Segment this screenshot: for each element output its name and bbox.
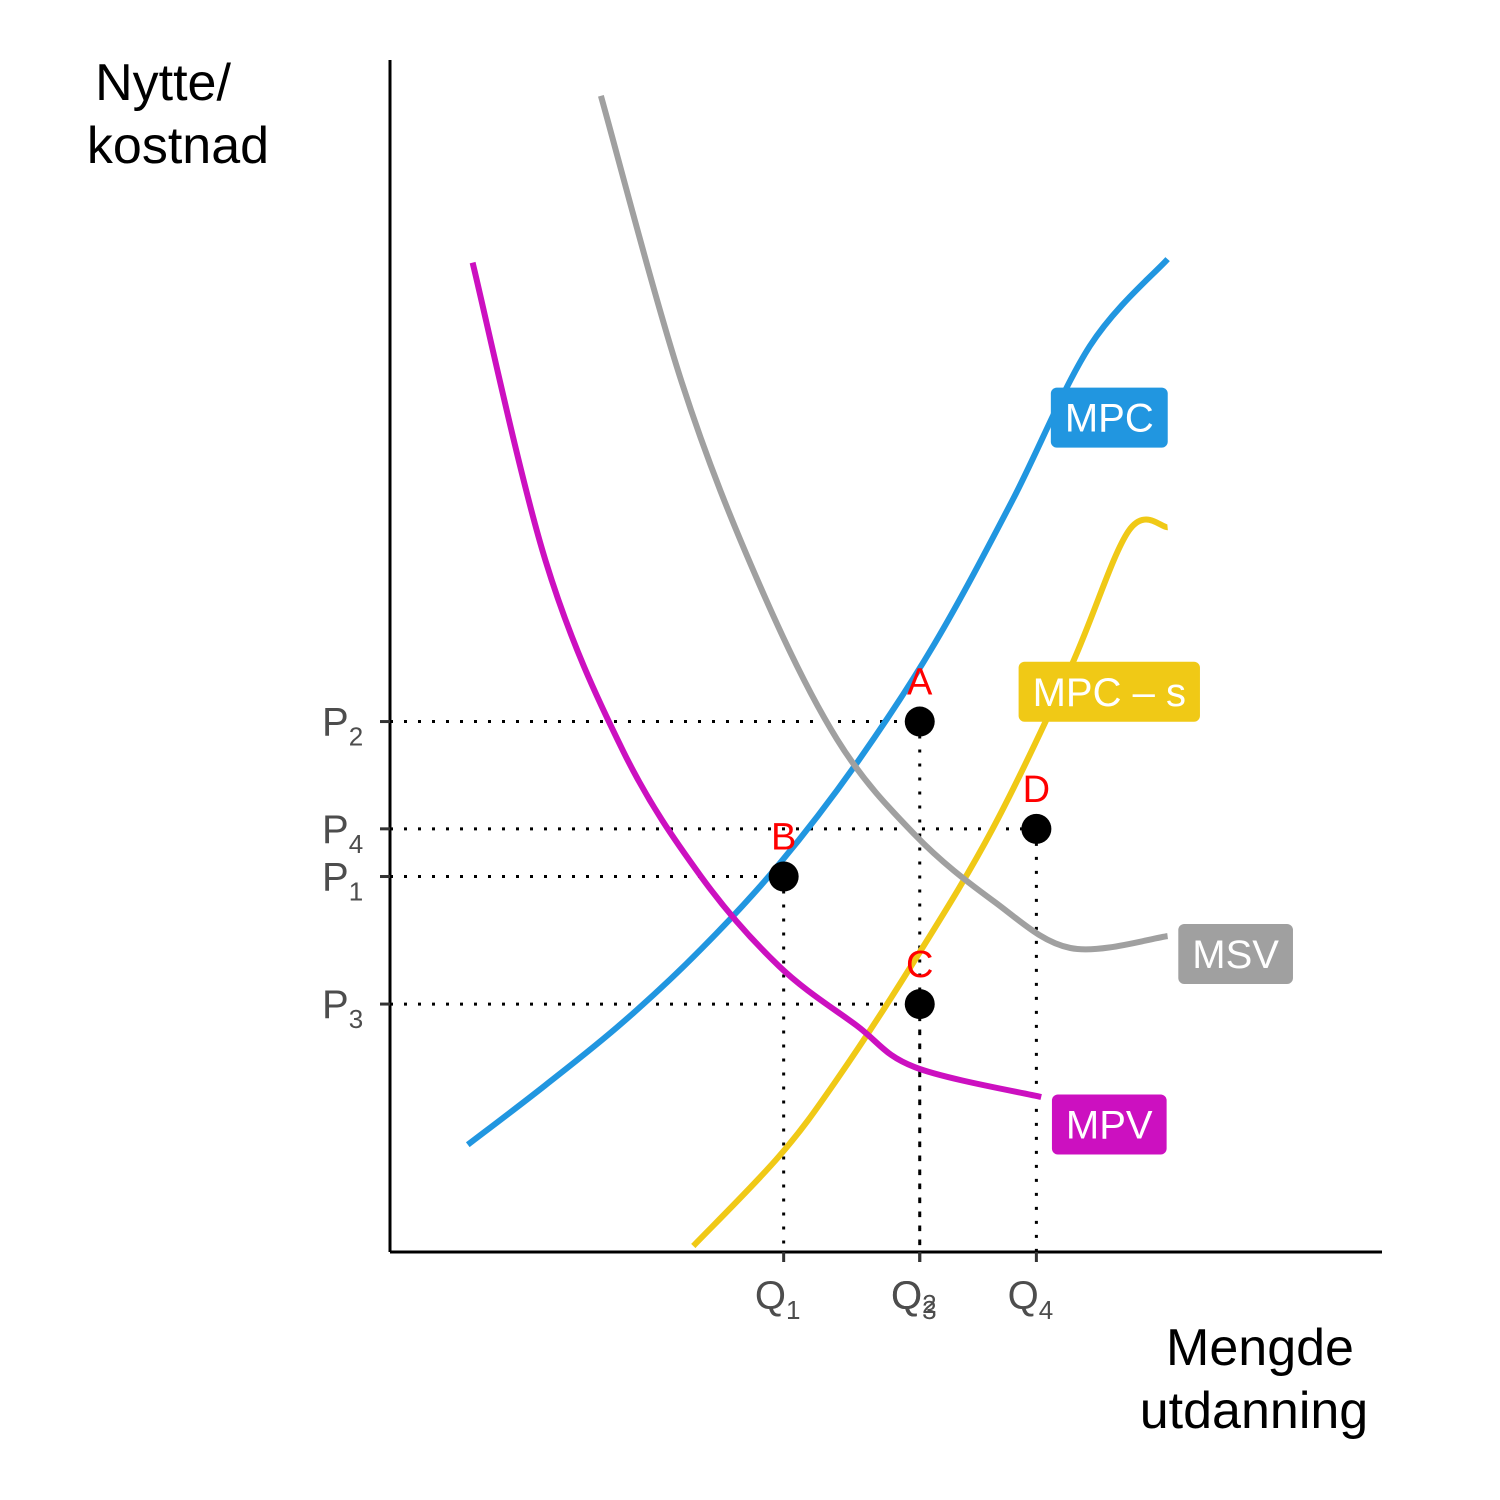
curve-label-msv: MSV [1178,924,1293,984]
point-c [904,989,935,1020]
curve-label-text-mpv: MPV [1066,1103,1153,1147]
curve-label-text-mpc: MPC [1065,397,1154,441]
curve-label-mpc-s: MPC – s [1018,661,1200,722]
curve-label-box-msv [1178,924,1293,984]
x-tick-label-q3: Q3 [891,1274,937,1325]
curve-mpv [469,261,1042,1100]
point-label-a: A [907,662,933,704]
y-tick-label-p3: P3 [322,983,363,1034]
curve-label-text-msv: MSV [1192,933,1279,977]
y-axis-title-line-1: Nytte/ [95,54,231,112]
x-tick-label-q4: Q4 [1008,1274,1054,1325]
x-tick-label-q1: Q1 [755,1274,801,1325]
points: A B C D [768,662,1052,1020]
y-tick-label-p1: P1 [322,856,363,907]
curve-label-text-mpc-s: MPC – s [1033,671,1186,715]
point-d [1021,813,1052,844]
curve-label-box-mpc [1050,387,1168,448]
point-label-c: C [906,944,933,986]
guide-lines [390,720,1038,1252]
curve-label-mpv: MPV [1051,1094,1167,1155]
curve-label-box-mpc-s [1018,661,1200,722]
y-tick-label-p2: P2 [322,701,363,752]
x-axis-title-line-1: Mengde [1166,1319,1354,1377]
axes [388,60,1382,1254]
point-b [768,861,799,892]
y-tick-label-p4: P4 [322,808,363,859]
curve-mpc-s [691,516,1169,1249]
curve-msv [598,94,1169,953]
curve-label-mpc: MPC [1050,387,1168,448]
x-tick-label-q2: Q2 [891,1274,937,1319]
y-axis-title-line-2: kostnad [87,117,269,175]
point-label-d: D [1023,769,1050,811]
point-a [904,706,935,737]
curve-labels: MPC MPC – s MSV MPV [1018,387,1293,1155]
point-label-b: B [771,817,796,859]
curve-label-box-mpv [1051,1094,1167,1155]
x-axis-title-line-2: utdanning [1140,1382,1368,1440]
